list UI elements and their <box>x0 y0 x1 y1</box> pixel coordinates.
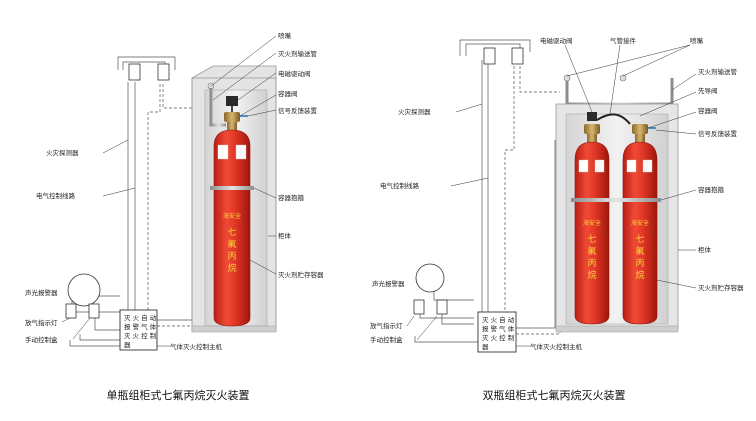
right-label-control-line: 电气控制线路 <box>380 181 420 190</box>
right-label-controller: 气体灭火控制主机 <box>530 342 583 351</box>
right-controller-line-4: 器 <box>482 343 489 351</box>
left-controller-line-4: 器 <box>124 341 131 349</box>
right-label-container-bracket: 容器抱箍 <box>698 185 725 194</box>
left-label-agent-pipe: 灭火剂输送管 <box>278 49 318 58</box>
left-label-cabinet: 柜体 <box>278 231 292 240</box>
left-caption: 单瓶组柜式七氟丙烷灭火装置 <box>107 388 250 402</box>
left-container-valve-icon <box>224 112 240 122</box>
left-discharge-lamp-icon <box>65 303 77 319</box>
left-tank-char-1: 七 <box>227 227 236 238</box>
right-solenoid-valve-icon <box>587 112 597 121</box>
left-container-bracket-icon <box>210 186 254 190</box>
right-fire-detector-1 <box>483 47 496 65</box>
right-label-pilot-valve: 先导阀 <box>698 86 718 95</box>
right-controller-box <box>477 311 517 353</box>
left-manual-switch-icon <box>88 303 100 319</box>
left-label-fire-detector: 火灾探测器 <box>46 148 79 157</box>
right-pipe-fitting-icon <box>596 113 631 125</box>
right-tank-1-brand: 海安全 <box>583 219 601 227</box>
right-tank-1-char-2: 氟 <box>587 245 596 257</box>
right-tank-1-char-3: 丙 <box>587 258 596 269</box>
right-label-container-valve: 容器阀 <box>698 106 718 115</box>
right-label-discharge-lamp: 放气指示灯 <box>370 321 403 330</box>
left-label-control-line: 电气控制线路 <box>36 191 76 200</box>
left-controller-line-3: 灭 火 控 制 <box>124 331 157 340</box>
left-controller-line-1: 灭 火 自 动 <box>124 313 157 322</box>
left-tank-char-3: 丙 <box>227 251 236 262</box>
right-cabinet <box>555 103 679 333</box>
right-caption: 双瓶组柜式七氟丙烷灭火装置 <box>483 388 626 402</box>
right-label-manual-switch: 手动控制盒 <box>370 335 403 344</box>
right-diagram: 灭 火 自 动 报 警 气 体 灭 火 控 制 器 海安全 七 氟 <box>370 36 744 402</box>
right-tank-1: 海安全 七 氟 丙 烷 <box>574 141 610 325</box>
right-label-cabinet: 柜体 <box>698 245 712 254</box>
right-agent-pipe <box>565 78 674 106</box>
right-controller-line-2: 报 警 气 体 <box>482 324 515 333</box>
right-tank-2-char-4: 烷 <box>635 269 644 281</box>
right-tank-2: 海安全 七 氟 丙 烷 <box>622 141 658 325</box>
left-agent-pipe <box>209 88 226 127</box>
left-solenoid-valve-icon <box>226 96 238 106</box>
left-diagram: 灭 火 自 动 报 警 气 体 灭 火 控 制 器 海安全 七 氟 <box>25 31 324 402</box>
right-controller-line-1: 灭 火 自 动 <box>482 315 515 324</box>
right-label-pipe-fitting: 气管接件 <box>610 36 637 45</box>
left-label-manual-switch: 手动控制盒 <box>25 335 58 344</box>
right-label-alarm: 声光报警器 <box>372 279 405 288</box>
left-label-container-valve: 容器阀 <box>278 89 298 98</box>
left-fire-detector-2 <box>157 63 170 81</box>
right-container-valve-icon-2 <box>632 124 648 134</box>
left-tank-char-2: 氟 <box>227 238 236 250</box>
left-label-container-bracket: 容器抱箍 <box>278 193 305 202</box>
left-label-alarm: 声光报警器 <box>25 288 58 297</box>
right-tank-2-char-1: 七 <box>635 234 644 245</box>
right-container-bracket-icon <box>571 198 661 202</box>
right-tank-1-char-1: 七 <box>587 234 596 245</box>
left-label-agent-container: 灭火剂贮存容器 <box>278 270 324 279</box>
right-nozzle-icon-1 <box>563 74 571 82</box>
left-label-solenoid-valve: 电磁驱动阀 <box>278 69 311 78</box>
right-discharge-lamp-icon <box>413 299 425 315</box>
right-label-fire-detector: 火灾探测器 <box>398 107 431 116</box>
right-tank-1-char-4: 烷 <box>587 269 596 281</box>
right-tank-2-char-3: 丙 <box>635 258 644 269</box>
left-label-discharge-lamp: 放气指示灯 <box>25 318 58 327</box>
right-alarm-icon <box>415 263 445 293</box>
left-label-controller: 气体灭火控制主机 <box>170 342 223 351</box>
right-label-agent-container: 灭火剂贮存容器 <box>698 283 744 292</box>
left-tank-brand: 海安全 <box>223 212 241 220</box>
right-tank-2-brand: 海安全 <box>631 219 649 227</box>
right-container-valve-icon-1 <box>584 124 600 134</box>
left-controller-box <box>119 309 158 351</box>
left-label-signal-feedback: 信号反馈装置 <box>278 106 318 115</box>
left-tank-char-4: 烷 <box>227 262 236 274</box>
right-fire-detector-2 <box>511 47 524 65</box>
left-label-nozzle: 喷嘴 <box>278 31 292 40</box>
right-wiring <box>414 39 561 343</box>
left-controller-line-2: 报 警 气 体 <box>124 322 157 331</box>
left-fire-detector-1 <box>128 63 141 81</box>
right-tank-2-char-2: 氟 <box>635 245 644 257</box>
right-manual-switch-icon <box>436 299 448 315</box>
left-leaders <box>61 35 277 347</box>
right-leaders <box>406 44 697 347</box>
right-label-agent-pipe: 灭火剂输送管 <box>698 67 738 76</box>
left-tank: 海安全 七 氟 丙 烷 <box>210 129 254 327</box>
right-label-nozzle: 喷嘴 <box>690 36 704 45</box>
right-label-signal-feedback: 信号反馈装置 <box>698 129 738 138</box>
right-controller-line-3: 灭 火 控 制 <box>482 333 515 342</box>
left-alarm-icon <box>67 273 101 307</box>
right-label-solenoid-valve: 电磁驱动阀 <box>540 36 573 45</box>
